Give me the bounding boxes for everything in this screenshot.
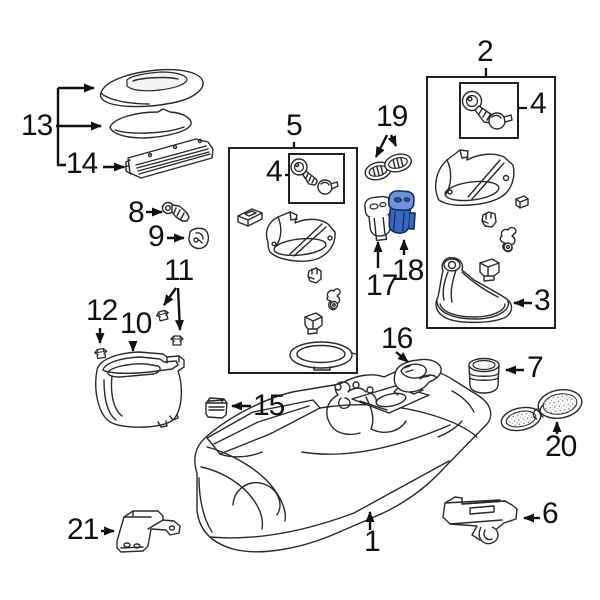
callout-8: 8 [128,196,145,229]
grommet-pair-part [364,153,412,181]
push-pin-clip-11b [170,335,184,346]
highlighted-power-outlet-part [387,190,416,234]
shift-boot-part [435,256,513,324]
armrest-lid-part [99,68,204,108]
small-clip-part-2a [515,195,529,209]
small-box-part-5 [237,208,263,227]
bracket-clip-part-5 [304,312,323,335]
console-body-part [194,367,492,553]
push-pin-clip-12 [93,347,109,360]
latch-part [205,397,228,419]
callout-19: 19 [376,100,408,133]
callout-3: 3 [534,284,551,317]
push-pin-clip-11a [155,308,171,323]
callout-13: 13 [21,109,53,142]
wiring-harness [326,381,407,436]
callout-14: 14 [66,147,98,180]
group-box-4-panel [459,82,519,139]
console-rear-panel-part [435,149,515,206]
group-box-2 [426,76,556,329]
callout-6: 6 [542,497,559,530]
lighter-socket-knob-2 [461,90,513,130]
console-mat-pads-part [500,388,583,432]
callout-7: 7 [527,351,544,384]
callout-18: 18 [392,254,424,287]
bracket-clip-part-2 [479,258,500,282]
callout-15: 15 [253,389,285,422]
callout-12: 12 [86,294,118,327]
lighter-element-part [161,201,190,222]
callout-1: 1 [364,525,381,558]
callout-arrows [56,68,562,536]
rear-mount-bracket-part [442,496,518,545]
clip-part-2 [481,211,497,228]
callout-4-console: 4 [266,155,283,188]
console-hinge-plate-part [123,138,214,179]
callout-20: 20 [545,430,577,463]
clip-part-5 [307,267,322,284]
hook-part-5 [326,288,341,311]
utility-cup-part [468,357,500,394]
power-outlet-part [364,195,393,242]
cupholder-insert-part [393,358,442,396]
hook-part-2 [499,226,517,253]
armrest-pad-part [109,108,192,139]
knob-cap-part [188,227,210,250]
front-mount-bracket-part [116,510,181,553]
callout-4-panel: 4 [530,87,547,120]
callout-11: 11 [164,254,194,287]
console-front-panel-part [265,211,336,262]
callout-10: 10 [120,307,152,340]
callout-2: 2 [477,35,494,68]
group-box-4-console [288,153,345,204]
storage-bin-part [95,351,185,428]
lighter-socket-knob-5 [290,158,339,195]
callout-9: 9 [148,220,165,253]
callout-16: 16 [381,322,413,355]
callout-17: 17 [366,269,398,302]
callout-21: 21 [67,513,99,546]
callout-5: 5 [286,109,303,142]
boot-ring-part [289,341,357,371]
